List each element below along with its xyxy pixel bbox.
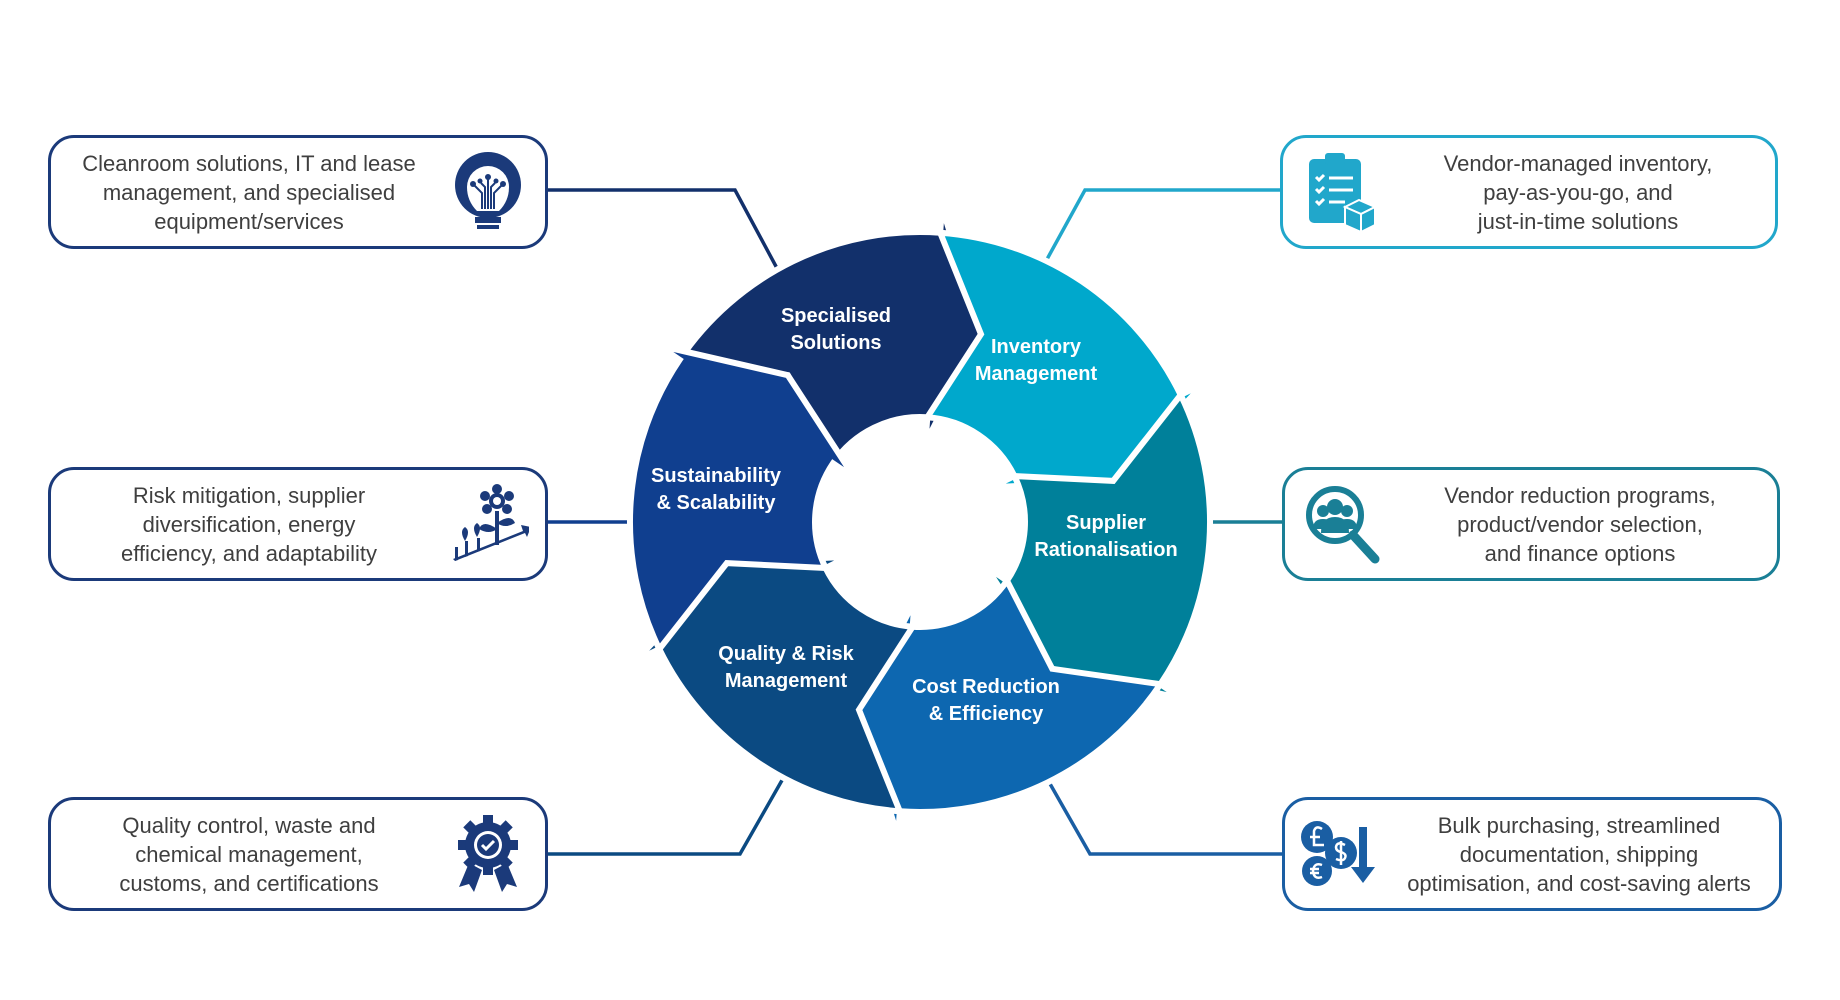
info-box-top-right: Vendor-managed inventory, pay-as-you-go,… xyxy=(1280,135,1778,249)
info-box-top-left: Cleanroom solutions, IT and lease manage… xyxy=(48,135,548,249)
connector-top-left xyxy=(548,188,781,273)
segment-quality-risk xyxy=(633,553,918,815)
lightbulb-circuit-icon xyxy=(447,151,529,233)
clipboard-box-icon xyxy=(1299,151,1381,234)
segment-cost-reduction xyxy=(855,574,1166,839)
connector-bottom-right xyxy=(1043,774,1282,856)
segment-sustainability xyxy=(627,342,858,655)
segment-specialised-solutions xyxy=(674,205,985,470)
connector-bottom-left xyxy=(548,774,787,856)
info-text-top-right: Vendor-managed inventory, pay-as-you-go,… xyxy=(1443,150,1713,234)
growing-plant-icon xyxy=(447,483,531,565)
segment-label-sustainability: Sustainability& Scalability xyxy=(650,465,782,514)
segment-inventory-management xyxy=(922,229,1207,491)
info-box-bottom-left: Quality control, waste and chemical mana… xyxy=(48,797,548,911)
connector-top-right xyxy=(1038,188,1280,273)
segment-label-cost: Cost Reduction& Efficiency xyxy=(912,676,1060,725)
info-text-bottom-right: Bulk purchasing, streamlined documentati… xyxy=(1407,812,1751,896)
certified-gear-ribbon-icon xyxy=(447,813,529,895)
info-text-bottom-left: Quality control, waste and chemical mana… xyxy=(119,812,379,896)
info-box-middle-right: Vendor reduction programs, product/vendo… xyxy=(1282,467,1780,581)
info-text-middle-left: Risk mitigation, supplier diversificatio… xyxy=(120,482,378,566)
info-text-middle-right: Vendor reduction programs, product/vendo… xyxy=(1444,482,1716,566)
segment-supplier-rationalisation xyxy=(982,389,1213,702)
info-text-top-left: Cleanroom solutions, IT and lease manage… xyxy=(82,150,416,234)
people-search-icon xyxy=(1301,483,1383,565)
info-box-bottom-right: Bulk purchasing, streamlined documentati… xyxy=(1282,797,1782,911)
currency-down-icon xyxy=(1297,813,1379,895)
info-box-middle-left: Risk mitigation, supplier diversificatio… xyxy=(48,467,548,581)
